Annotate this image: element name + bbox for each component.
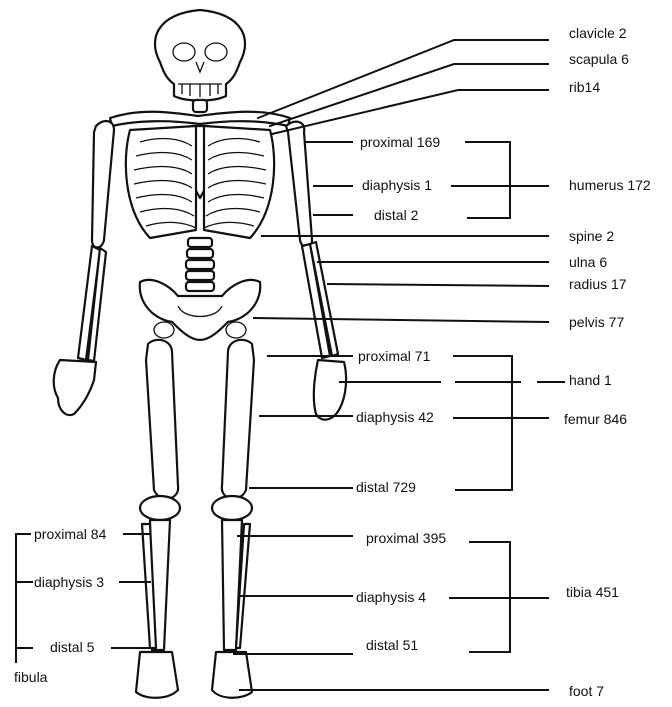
label-humerus-proximal: proximal 169 [360,134,440,150]
label-hand: hand 1 [569,372,612,388]
label-tibia-proximal: proximal 395 [366,530,446,546]
label-tibia: tibia 451 [566,584,619,600]
label-femur-proximal: proximal 71 [358,348,431,364]
label-humerus-distal: distal 2 [374,207,419,223]
label-femur: femur 846 [564,411,627,427]
label-fibula: fibula [14,669,48,685]
label-femur-diaphysis: diaphysis 42 [356,409,434,425]
label-clavicle: clavicle 2 [569,25,627,41]
label-humerus: humerus 172 [569,177,651,193]
femur-bracket [454,356,512,490]
label-fibula-diaphysis: diaphysis 3 [34,574,104,590]
label-spine: spine 2 [569,228,614,244]
fibula-bracket [16,534,30,662]
label-radius: radius 17 [569,276,627,292]
humerus-bracket [466,142,510,218]
label-fibula-proximal: proximal 84 [34,526,107,542]
label-tibia-distal: distal 51 [366,637,418,653]
label-rib: rib14 [569,79,600,95]
label-pelvis: pelvis 77 [569,314,624,330]
label-foot: foot 7 [569,683,604,699]
label-tibia-diaphysis: diaphysis 4 [356,589,426,605]
radius-leader [328,284,548,286]
label-scapula: scapula 6 [569,51,629,67]
pelvis-leader [254,318,548,322]
label-humerus-diaphysis: diaphysis 1 [362,177,432,193]
label-ulna: ulna 6 [569,254,607,270]
label-femur-distal: distal 729 [356,479,416,495]
label-fibula-distal: distal 5 [50,639,95,655]
clavicle-leader [258,40,548,118]
scapula-leader [270,64,548,126]
skeleton-drawing [54,10,346,698]
